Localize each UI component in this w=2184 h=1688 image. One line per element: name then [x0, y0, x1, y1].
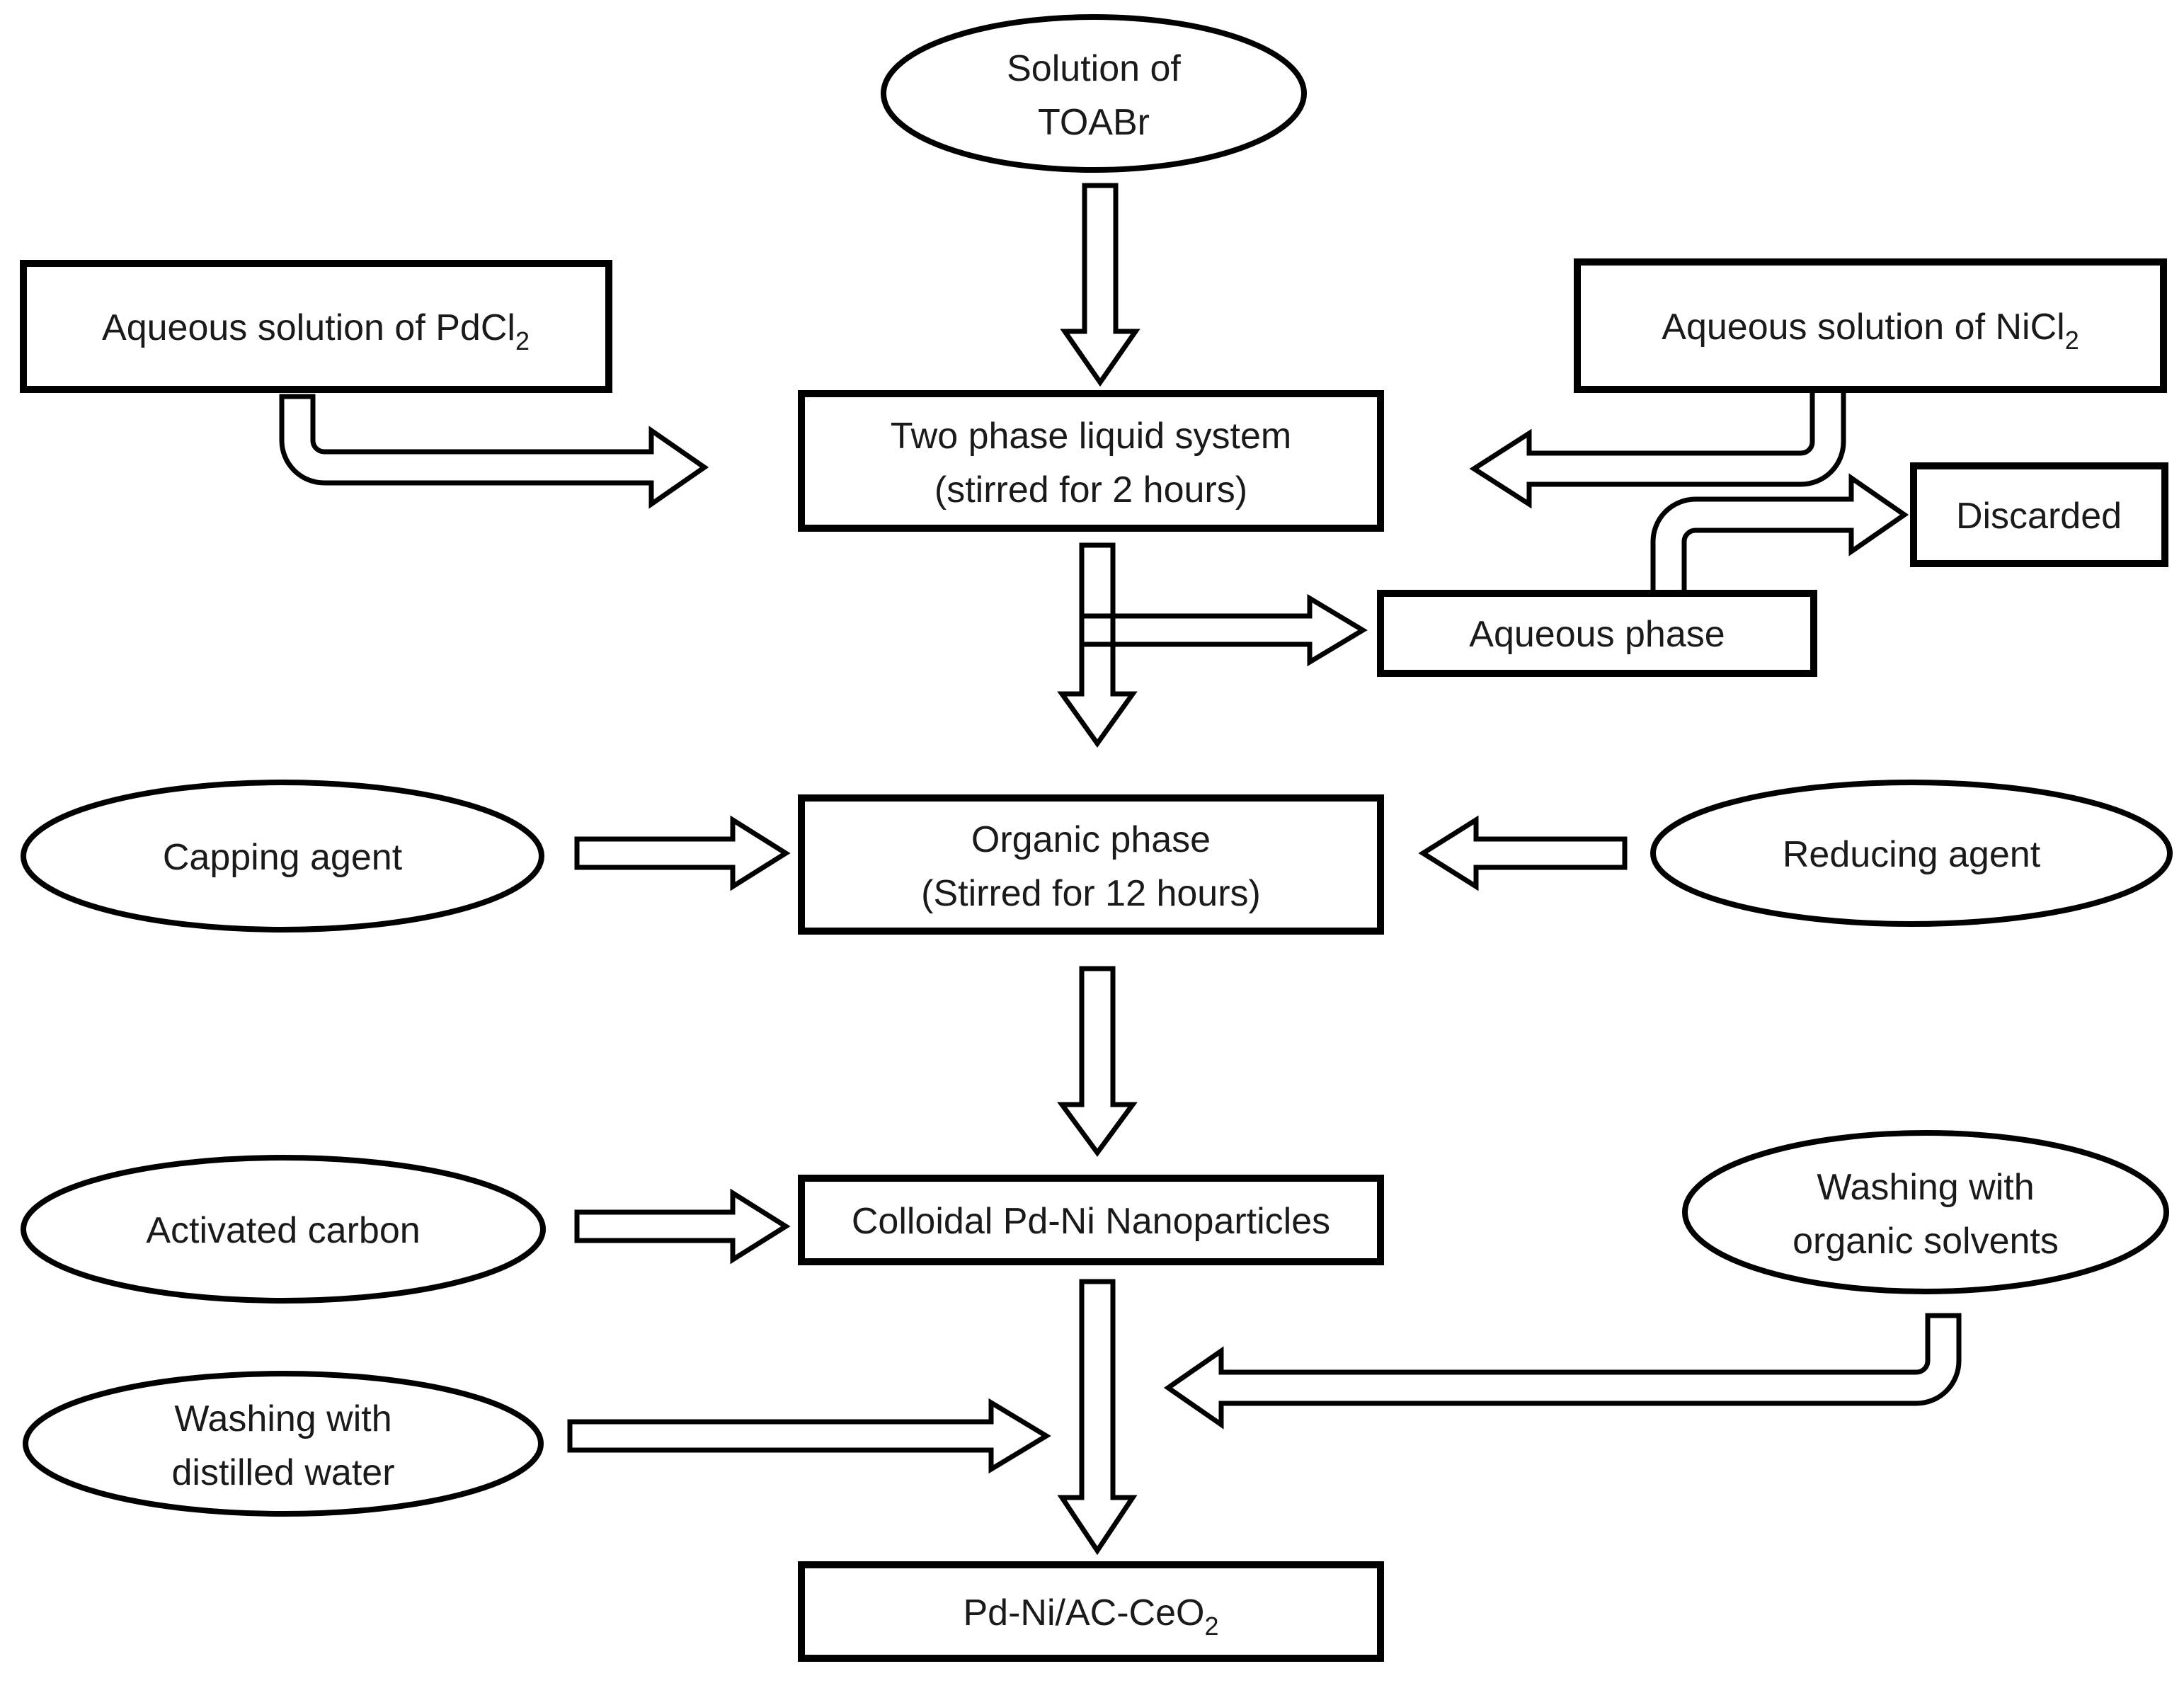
node-discarded [1910, 462, 2168, 567]
node-capping-agent [21, 780, 544, 933]
arrow-pdcl2-to-twophase [279, 394, 709, 509]
node-pdcl2 [20, 260, 612, 393]
arrow-capping-to-organic [574, 815, 791, 891]
label-twophase-line2: (stirred for 2 hours) [934, 469, 1247, 511]
label-capping-agent: Capping agent [163, 837, 403, 878]
label-washing-distilled-line1: Washing with [174, 1398, 391, 1439]
label-toabr-line2: TOABr [1038, 102, 1150, 143]
arrow-washing-organic-to-product [1163, 1313, 1962, 1430]
node-reducing-agent [1650, 780, 2173, 927]
node-colloidal [798, 1175, 1384, 1265]
label-nicl2: Aqueous solution of NiCl2 [1662, 307, 2079, 355]
label-twophase-line1: Two phase liquid system [891, 416, 1292, 457]
arrow-toabr-to-twophase [1060, 183, 1140, 387]
label-organic-line2: (Stirred for 12 hours) [921, 873, 1261, 914]
label-activated-carbon: Activated carbon [146, 1210, 420, 1251]
node-washing-organic [1682, 1130, 2169, 1294]
node-toabr [881, 14, 1307, 173]
label-pdcl2: Aqueous solution of PdCl2 [102, 307, 530, 355]
node-twophase [798, 390, 1384, 532]
label-reducing-agent: Reducing agent [1783, 834, 2041, 875]
arrow-activated-to-colloidal [574, 1188, 791, 1265]
node-organic-phase [798, 794, 1384, 935]
arrow-colloidal-to-product [1057, 1279, 1138, 1556]
arrow-aqueous-phase-to-discarded [1650, 473, 1909, 596]
label-colloidal: Colloidal Pd-Ni Nanoparticles [852, 1201, 1330, 1242]
node-product [798, 1561, 1384, 1662]
label-washing-organic-line2: organic solvents [1793, 1221, 2059, 1262]
arrow-nicl2-to-twophase [1469, 387, 1846, 509]
node-aqueous-phase [1377, 590, 1817, 677]
arrow-organic-to-colloidal [1057, 966, 1138, 1157]
label-discarded: Discarded [1956, 496, 2122, 537]
arrow-reducing-to-organic [1418, 815, 1628, 891]
node-activated-carbon [21, 1155, 546, 1304]
label-organic-line1: Organic phase [971, 819, 1211, 860]
arrow-twophase-to-aqueous-phase [1082, 593, 1368, 667]
node-washing-distilled [23, 1371, 544, 1517]
label-product: Pd-Ni/AC-CeO2 [964, 1592, 1219, 1641]
label-washing-organic-line1: Washing with [1817, 1167, 2034, 1208]
label-aqueous-phase: Aqueous phase [1469, 614, 1725, 655]
arrow-washing-distilled-to-product [567, 1398, 1051, 1474]
label-washing-distilled-line2: distilled water [171, 1452, 394, 1493]
node-nicl2 [1574, 258, 2167, 393]
label-toabr-line1: Solution of [1007, 48, 1181, 89]
